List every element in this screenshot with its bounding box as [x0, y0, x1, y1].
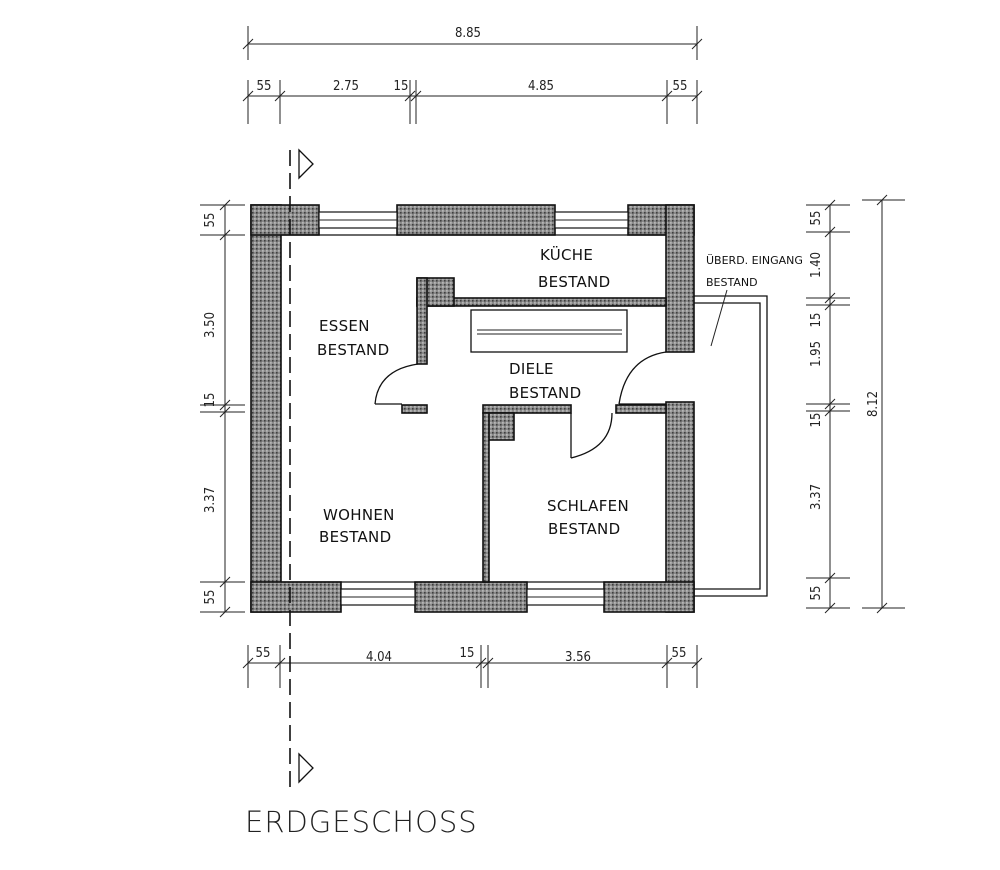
dim-top-overall: 8.85	[455, 26, 481, 41]
room-schlafen-name: SCHLAFEN	[547, 497, 629, 515]
section-arrow-bottom-icon	[298, 752, 314, 784]
dim-bottom-seg-2: 4.04	[366, 650, 392, 665]
dim-bottom-seg-5: 55	[672, 646, 687, 661]
dimension-right: 55 1.40 15 1.95 15 3.37 55 8.12	[806, 194, 905, 614]
section-line	[289, 148, 314, 790]
plan-title: ERDGESCHOSS	[245, 805, 478, 839]
dim-top-seg-1: 55	[257, 79, 272, 94]
dim-left-seg-4: 3.37	[203, 487, 218, 513]
room-schlafen-status: BESTAND	[548, 520, 620, 538]
dim-left-seg-3: 15	[203, 393, 218, 408]
fixtures	[374, 289, 768, 597]
room-eingang-name: ÜBERD. EINGANG	[706, 254, 803, 267]
dim-right-seg-6: 3.37	[809, 484, 824, 510]
door-essen	[374, 363, 419, 405]
section-arrow-top-icon	[298, 148, 314, 180]
dim-right-seg-7: 55	[809, 586, 824, 601]
room-kueche-status: BESTAND	[538, 273, 610, 291]
dim-top-seg-4: 4.85	[528, 79, 554, 94]
room-eingang-status: BESTAND	[706, 276, 758, 289]
dim-top-seg-5: 55	[673, 79, 688, 94]
room-wohnen-name: WOHNEN	[323, 506, 395, 524]
dimension-left: 55 3.50 15 3.37 55	[200, 199, 245, 618]
dim-bottom-seg-1: 55	[256, 646, 271, 661]
room-essen-status: BESTAND	[317, 341, 389, 359]
cabinet	[470, 309, 628, 353]
dim-right-seg-3: 15	[809, 313, 824, 328]
door-schlafen	[570, 412, 613, 459]
dim-right-seg-5: 15	[809, 413, 824, 428]
room-wohnen-status: BESTAND	[319, 528, 391, 546]
walls	[250, 204, 695, 613]
room-diele-status: BESTAND	[509, 384, 581, 402]
dim-top-seg-3: 15	[394, 79, 409, 94]
dim-bottom-seg-3: 15	[460, 646, 475, 661]
door-entrance	[618, 351, 667, 405]
dimension-top: 8.85 55 2.75 15 4.85 55	[242, 26, 703, 124]
dim-left-seg-1: 55	[203, 213, 218, 228]
dim-right-overall: 8.12	[866, 391, 881, 417]
covered-entrance-outline	[694, 295, 768, 597]
dimension-bottom: 55 4.04 15 3.56 55	[242, 645, 703, 688]
dim-right-seg-4: 1.95	[809, 341, 824, 367]
room-diele-name: DIELE	[509, 360, 554, 378]
dim-right-seg-1: 55	[809, 211, 824, 226]
room-labels: KÜCHE BESTAND ESSEN BESTAND DIELE BESTAN…	[317, 245, 803, 546]
dim-top-seg-2: 2.75	[333, 79, 359, 94]
dim-bottom-seg-4: 3.56	[565, 650, 591, 665]
windows	[281, 211, 666, 606]
dim-left-seg-2: 3.50	[203, 312, 218, 338]
room-essen-name: ESSEN	[319, 317, 370, 335]
dim-left-seg-5: 55	[203, 590, 218, 605]
dim-right-seg-2: 1.40	[809, 252, 824, 278]
room-kueche-name: KÜCHE	[540, 245, 593, 264]
